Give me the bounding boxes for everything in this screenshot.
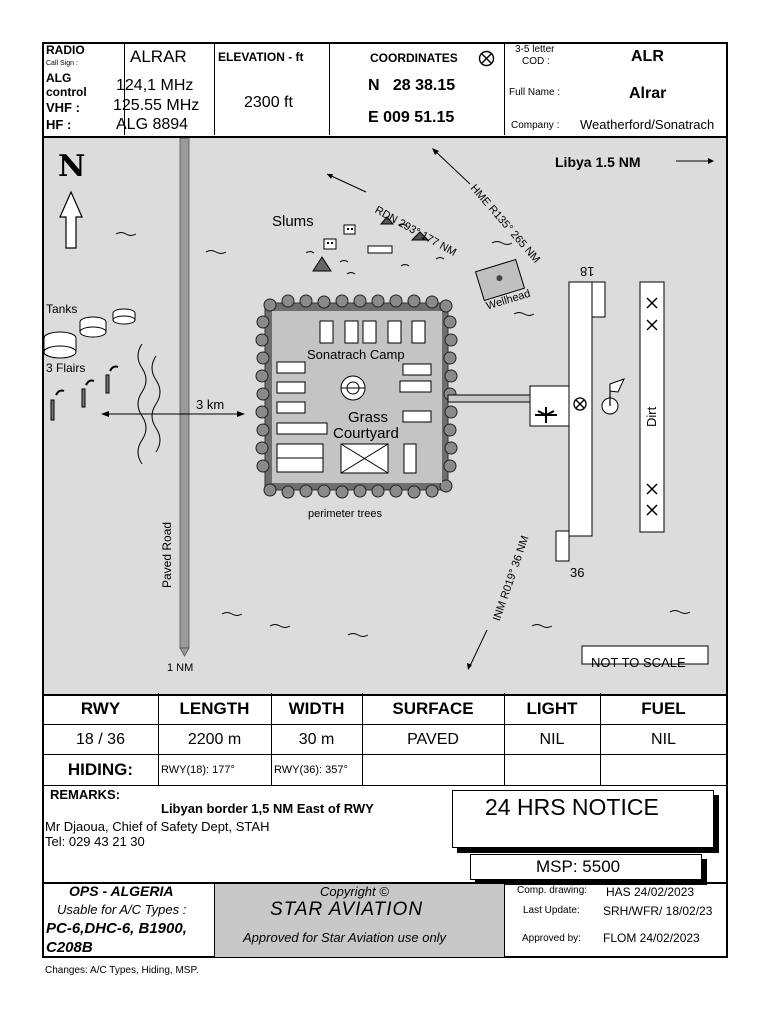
remarks-line-3: Tel: 029 43 21 30 [45, 834, 145, 849]
vor-icon [478, 50, 495, 67]
remarks-line-1: Libyan border 1,5 NM East of RWY [161, 801, 374, 816]
ops-label: OPS - ALGERIA [69, 883, 174, 899]
approved-label: Approved by: [522, 933, 581, 944]
update-label: Last Update: [523, 905, 580, 916]
header-length: LENGTH [179, 699, 250, 718]
vhf-label: VHF : [46, 100, 80, 115]
approved-value: FLOM 24/02/2023 [603, 931, 700, 945]
header-fuel: FUEL [641, 699, 686, 718]
hiding-label: HIDING: [67, 760, 134, 779]
elevation-value: 2300 ft [244, 94, 293, 111]
airfield-sheet [42, 42, 728, 958]
alg-label: ALG [46, 71, 72, 85]
msp-text: MSP: 5500 [536, 857, 621, 876]
surface-value: PAVED [407, 730, 459, 748]
not-to-scale-label: NOT TO SCALE [591, 655, 686, 670]
header-light: LIGHT [526, 699, 578, 718]
vhf-freq: 125.55 MHz [113, 97, 200, 114]
one-nm-label: 1 NM [167, 662, 194, 674]
hf-value: ALG 8894 [116, 116, 189, 133]
hf-label: HF : [46, 117, 72, 132]
runway-18-label: 18 [580, 264, 595, 279]
dirt-label: Dirt [644, 406, 659, 427]
header-rwy: RWY [80, 699, 121, 718]
hiding-36: RWY(36): 357° [274, 764, 348, 776]
notice-box [452, 790, 714, 848]
notice-text: 24 HRS NOTICE [485, 794, 659, 820]
alg-control-freq: 124,1 MHz [116, 77, 194, 94]
callsign-label: Call Sign : [46, 60, 78, 67]
usable-label: Usable for A/C Types : [57, 902, 187, 917]
camp-label: Sonatrach Camp [307, 347, 405, 362]
distance-label: 3 km [196, 397, 225, 412]
radio-label: RADIO [46, 43, 85, 57]
hiding-18: RWY(18): 177° [161, 764, 235, 776]
code-value: ALR [631, 48, 664, 65]
tanks-label: Tanks [46, 302, 78, 316]
courtyard-label: Courtyard [333, 425, 399, 442]
runway-36-label: 36 [570, 565, 585, 580]
control-label: control [46, 85, 87, 99]
comp-value: HAS 24/02/2023 [606, 885, 695, 899]
code-label-1: 3-5 letter [515, 44, 555, 55]
north-label: N [58, 149, 86, 184]
remarks-label: REMARKS: [50, 787, 121, 802]
remarks-line-2: Mr Djaoua, Chief of Safety Dept, STAH [45, 819, 270, 834]
length-value: 2200 m [187, 730, 242, 748]
company-label: Company : [511, 120, 560, 131]
header-surface: SURFACE [392, 699, 474, 718]
slums-label: Slums [272, 213, 314, 230]
approved-text: Approved for Star Aviation use only [243, 930, 447, 945]
update-value: SRH/WFR/ 18/02/23 [603, 904, 713, 918]
width-value: 30 m [298, 730, 335, 748]
elevation-label: ELEVATION - ft [218, 50, 304, 64]
company-value: Weatherford/Sonatrach [580, 117, 715, 132]
fullname-label: Full Name : [509, 87, 561, 98]
grass-label: Grass [348, 409, 389, 426]
flairs-label: 3 Flairs [46, 361, 86, 375]
libya-label: Libya 1.5 NM [555, 154, 641, 170]
light-value: NIL [539, 730, 565, 748]
fuel-value: NIL [651, 730, 676, 748]
company-name: STAR AVIATION [270, 899, 424, 920]
copyright-label: Copyright © [320, 884, 389, 899]
msp-box [470, 854, 702, 880]
fullname-value: Alrar [629, 85, 667, 102]
code-label-2: COD : [522, 56, 550, 67]
callsign-value: ALRAR [130, 47, 187, 66]
aircraft-types-1: PC-6,DHC-6, B1900, [46, 920, 187, 937]
changes-note: Changes: A/C Types, Hiding, MSP. [45, 965, 199, 976]
perimeter-label: perimeter trees [308, 508, 382, 520]
comp-label: Comp. drawing: [517, 885, 588, 896]
paved-road-label: Paved Road [160, 521, 174, 588]
latitude: N 28 38.15 [368, 77, 456, 94]
map-drawing [44, 138, 714, 670]
aircraft-types-2: C208B [46, 939, 93, 956]
copyright-panel [215, 884, 504, 957]
longitude: E 009 51.15 [368, 109, 455, 126]
coordinates-label: COORDINATES [370, 51, 458, 65]
rwy-value: 18 / 36 [76, 730, 125, 748]
header-width: WIDTH [288, 699, 345, 718]
